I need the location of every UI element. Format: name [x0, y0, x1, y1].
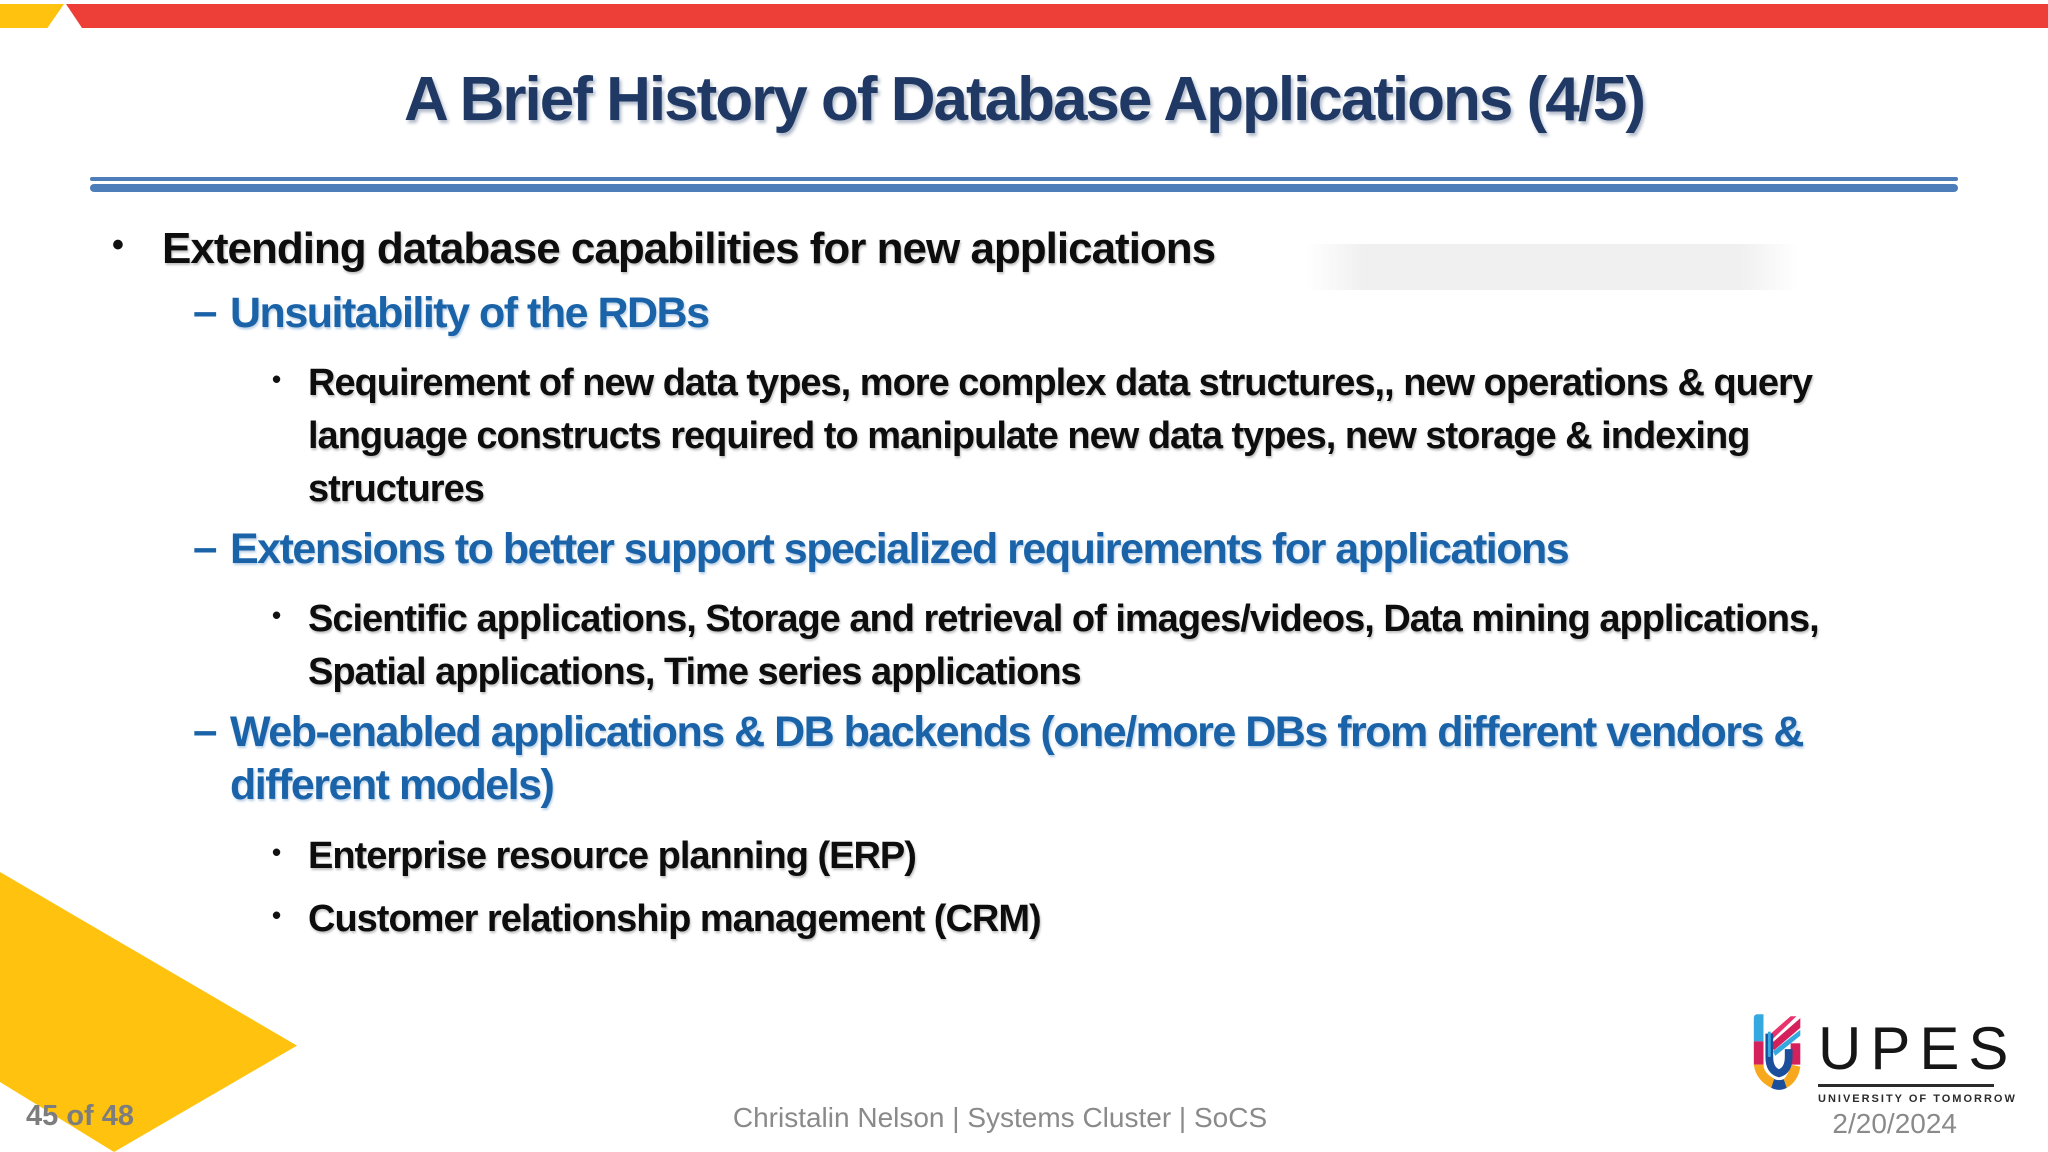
section3-item2-text: Customer relationship management (CRM) — [308, 898, 1042, 940]
top-red-bar — [66, 4, 2048, 28]
bullet-dot-icon: • — [112, 226, 124, 264]
slide-title: A Brief History of Database Applications… — [403, 65, 1646, 134]
logo-divider-line — [1818, 1084, 1994, 1087]
section2-heading: Extensions to better support specialized… — [230, 525, 1570, 573]
highlight-band — [1306, 244, 1798, 290]
dash-icon: – — [193, 523, 218, 572]
section1-heading: Unsuitability of the RDBs — [230, 289, 710, 337]
divider-thick-line — [90, 184, 1958, 192]
bullet-dot-icon: • — [272, 837, 282, 867]
dash-icon: – — [193, 706, 218, 755]
top-left-yellow-accent — [0, 4, 64, 28]
bullet-level1-text: Extending database capabilities for new … — [162, 224, 1216, 273]
section3-heading: Web-enabled applications & DB backends (… — [230, 708, 1804, 809]
footer-date: 2/20/2024 — [1832, 1108, 1957, 1139]
dash-icon: – — [193, 287, 218, 336]
section1-item-text: Requirement of new data types, more comp… — [308, 362, 1813, 510]
page-indicator: 45 of 48 — [26, 1100, 134, 1132]
upes-wordmark: UPES — [1818, 1015, 2018, 1082]
upes-tagline: UNIVERSITY OF TOMORROW — [1818, 1093, 2017, 1105]
footer-credit: Christalin Nelson | Systems Cluster | So… — [732, 1102, 1268, 1133]
section3-item1-text: Enterprise resource planning (ERP) — [308, 835, 917, 877]
title-divider — [90, 177, 1958, 193]
section2-item-text: Scientific applications, Storage and ret… — [308, 598, 1820, 693]
bullet-dot-icon: • — [272, 364, 282, 394]
upes-emblem-icon — [1753, 1014, 1801, 1090]
upes-logo: UPES UNIVERSITY OF TOMORROW — [1740, 1000, 2020, 1112]
bullet-dot-icon: • — [272, 600, 282, 630]
divider-thin-line — [90, 177, 1958, 181]
bullet-dot-icon: • — [272, 900, 282, 930]
